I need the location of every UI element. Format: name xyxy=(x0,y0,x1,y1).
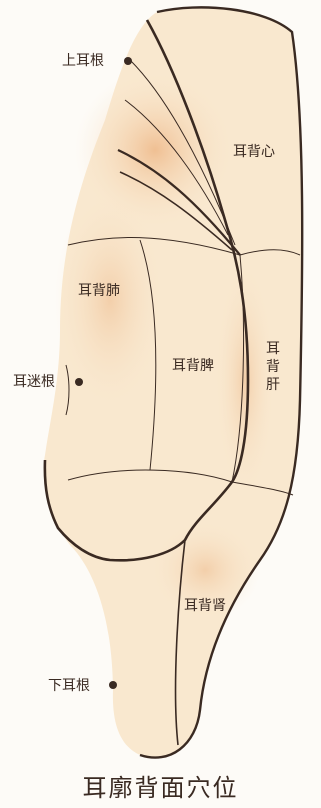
upper-root-label: 上耳根 xyxy=(62,53,104,69)
upper-root-dot xyxy=(124,57,132,65)
lower-root-label: 下耳根 xyxy=(48,678,90,694)
spleen-region-label: 耳背脾 xyxy=(172,358,214,374)
vagus-root-label: 耳迷根 xyxy=(13,374,55,390)
lung-region-label: 耳背肺 xyxy=(78,283,120,299)
liver-region-label: 耳背肝 xyxy=(265,340,281,394)
figure-caption: 耳廓背面穴位 xyxy=(0,768,321,803)
kidney-region-label: 耳背肾 xyxy=(184,598,226,614)
vagus-root-dot xyxy=(75,378,83,386)
lower-root-dot xyxy=(109,681,117,689)
heart-region-label: 耳背心 xyxy=(233,144,275,160)
